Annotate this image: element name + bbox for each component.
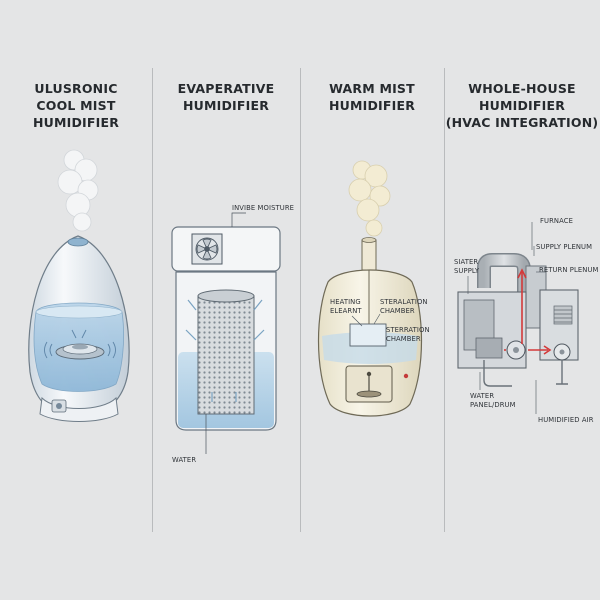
title-line: EVAPERATIVE [177, 81, 275, 96]
label-line: SIATER [454, 258, 479, 266]
label-line: CHAMBER [386, 335, 421, 343]
panel-title: EVAPERATIVE HUMIDIFIER [152, 80, 300, 114]
transducer-disc [55, 343, 105, 360]
title-line: HUMIDIFIER [32, 115, 120, 130]
title-line: HUMIDIFIER [328, 98, 416, 113]
panel-whole-house: WHOLE-HOUSE HUMIDIFIER (HVAC INTEGRATION… [444, 0, 600, 600]
label-humidified-air: HUMIDIFIED AIR [538, 416, 594, 424]
label-line: SUPPLY [454, 267, 480, 275]
label-water-supply: SIATER SUPPLY [454, 258, 479, 276]
power-indicator [403, 373, 409, 379]
label-heating-element: HEATING ELEARNT [330, 298, 362, 316]
title-line: (HVAC INTEGRATION) [445, 115, 599, 130]
divider-1 [152, 68, 153, 532]
wick-filter [197, 295, 255, 415]
label-line: HEATING [330, 298, 361, 306]
evaporative-humidifier-illustration [171, 212, 281, 454]
divider-2 [300, 68, 301, 532]
warm-mist-humidifier-illustration [317, 160, 423, 417]
title-line: WARM MIST [329, 81, 415, 96]
label-line: PANEL/DRUM [470, 401, 516, 409]
label-return-plenum: RETURN PLENUM [539, 266, 599, 274]
fan-housing [171, 226, 281, 272]
ultrasonic-humidifier-illustration [28, 149, 130, 422]
mist-nozzle [67, 237, 89, 247]
panel-warm-mist: WARM MIST HUMIDIFIER [300, 0, 444, 600]
steam-outlet [361, 239, 377, 271]
label-furnace: FURNACE [540, 217, 573, 225]
panel-title: WARM MIST HUMIDIFIER [300, 80, 444, 114]
hot-air-arrows [504, 268, 552, 355]
label-water-panel: WATER PANEL/DRUM [470, 392, 516, 410]
label-supply-plenum: SUPPLY PLENUM [536, 243, 593, 251]
label-line: STERRATION [386, 326, 430, 334]
label-line: ELEARNT [330, 307, 362, 315]
panel-title: WHOLE-HOUSE HUMIDIFIER (HVAC INTEGRATION… [444, 80, 600, 131]
title-line: HUMIDIFIER [182, 98, 270, 113]
label-chamber-b: STERRATION CHAMBER [386, 326, 430, 344]
title-line: HUMIDIFIER [478, 98, 566, 113]
label-chamber-a: STERALATION CHAMBER [380, 298, 428, 315]
mist-cloud [57, 149, 99, 232]
label-water: WATER [172, 456, 197, 464]
water-pipe [483, 360, 512, 387]
hvac-humidifier-illustration [457, 222, 579, 414]
title-line: ULUSRONIC [34, 81, 118, 96]
panel-evaporative: EVAPERATIVE HUMIDIFIER [152, 0, 300, 600]
fan-icon [195, 237, 219, 261]
label-line: WATER [470, 392, 495, 400]
divider-3 [444, 68, 445, 532]
steam-cloud [348, 160, 391, 237]
panel-title: ULUSRONIC COOL MIST HUMIDIFIER [0, 80, 152, 131]
title-line: COOL MIST [36, 98, 116, 113]
sterilization-chamber [349, 323, 387, 347]
moisture-leader-line [231, 212, 246, 227]
panel-ultrasonic: ULUSRONIC COOL MIST HUMIDIFIER [0, 0, 152, 600]
label-moisture: INVIBE MOISTURE [232, 204, 295, 212]
title-line: WHOLE-HOUSE [468, 81, 576, 96]
